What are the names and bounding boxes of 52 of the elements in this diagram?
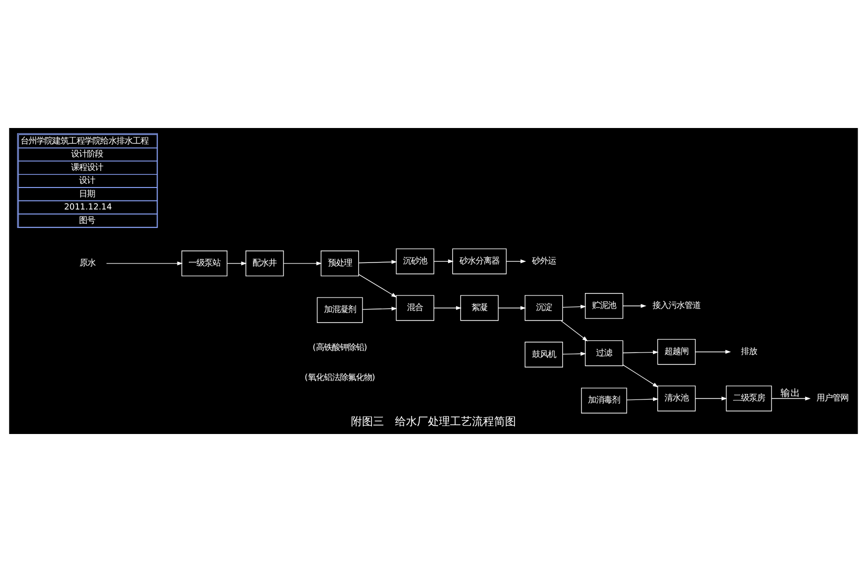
edge-label: 输出 <box>780 388 801 399</box>
arrow <box>622 364 658 388</box>
node-box: 沉淀 <box>524 295 563 321</box>
arrow <box>694 350 731 354</box>
node-text: 原水 <box>79 258 96 268</box>
node-box: 二级泵房 <box>726 386 772 412</box>
node-box: 加消毒剂 <box>581 388 628 414</box>
label: 日期 <box>79 188 96 198</box>
arrow <box>626 397 659 402</box>
arrow <box>106 261 183 266</box>
node-label: (氧化铝法除氟化物) <box>304 372 376 382</box>
arrow <box>283 261 322 266</box>
arrow <box>506 259 526 264</box>
node-text: 排放 <box>740 346 757 356</box>
node-label: (高铁酸钾除铅) <box>312 342 368 352</box>
node-text: 砂外运 <box>532 255 556 266</box>
arrow <box>434 306 462 310</box>
arrow <box>694 396 728 400</box>
node-box: 砂水分离器 <box>452 248 507 274</box>
node-box: 一级泵站 <box>181 250 228 276</box>
arrow <box>358 260 398 264</box>
arrow <box>434 259 454 264</box>
label: 台州学院建筑工程学院给水排水工程 <box>20 135 149 146</box>
node-box: 超越闸 <box>657 338 696 365</box>
arrow <box>622 350 659 354</box>
arrow <box>358 274 397 298</box>
node-text: 接入污水管道 <box>652 300 700 310</box>
label: 设计阶段 <box>70 148 103 159</box>
arrow <box>227 261 247 266</box>
node-box: 贮泥池 <box>584 293 624 319</box>
node-box: 过滤 <box>584 340 624 366</box>
arrow <box>622 304 646 308</box>
label: 2011.12.14 <box>64 202 112 212</box>
arrow <box>562 352 586 356</box>
arrow <box>560 320 588 342</box>
node-box: 混合 <box>396 295 434 321</box>
label: 课程设计 <box>70 162 103 172</box>
node-text: 用户管网 <box>816 392 848 403</box>
arrow <box>771 396 811 400</box>
caption: 附图三 给水厂处理工艺流程简图 <box>351 414 516 428</box>
label: 设计 <box>79 175 96 186</box>
node-box: 沉砂池 <box>396 248 434 274</box>
arrow <box>362 306 398 311</box>
node-box: 预处理 <box>320 250 359 276</box>
node-box: 配水井 <box>246 250 284 276</box>
node-box: 絮凝 <box>460 295 499 321</box>
node-box: 加混凝剂 <box>316 297 363 323</box>
arrow <box>562 304 586 309</box>
arrow <box>498 306 526 310</box>
label: 图号 <box>79 214 96 225</box>
node-box: 鼓风机 <box>524 342 563 368</box>
node-box: 清水池 <box>657 386 696 412</box>
